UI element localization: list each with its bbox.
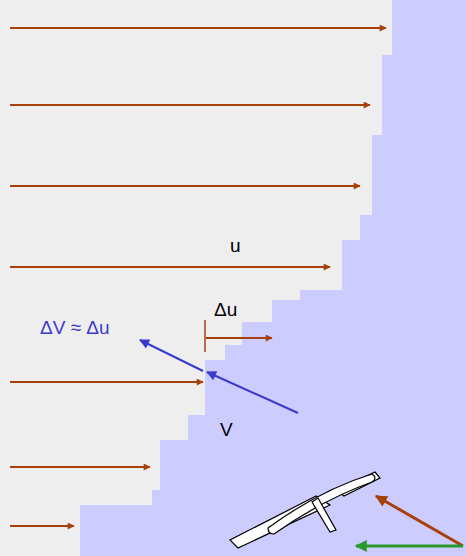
- airspeed-label: V: [220, 420, 233, 441]
- glider: [230, 472, 380, 548]
- shear-region: [0, 0, 392, 556]
- wind-arrows: [10, 28, 386, 526]
- velocity-label: u: [230, 236, 241, 257]
- ground-component: [356, 545, 463, 548]
- shear-label: Δu: [214, 300, 237, 321]
- delta-v-arrow: [140, 340, 203, 371]
- delta-v-label: ΔV ≈ Δu: [40, 318, 110, 339]
- velocity-arrow: [207, 372, 298, 413]
- tick: [204, 320, 206, 352]
- wind-component: [376, 496, 463, 546]
